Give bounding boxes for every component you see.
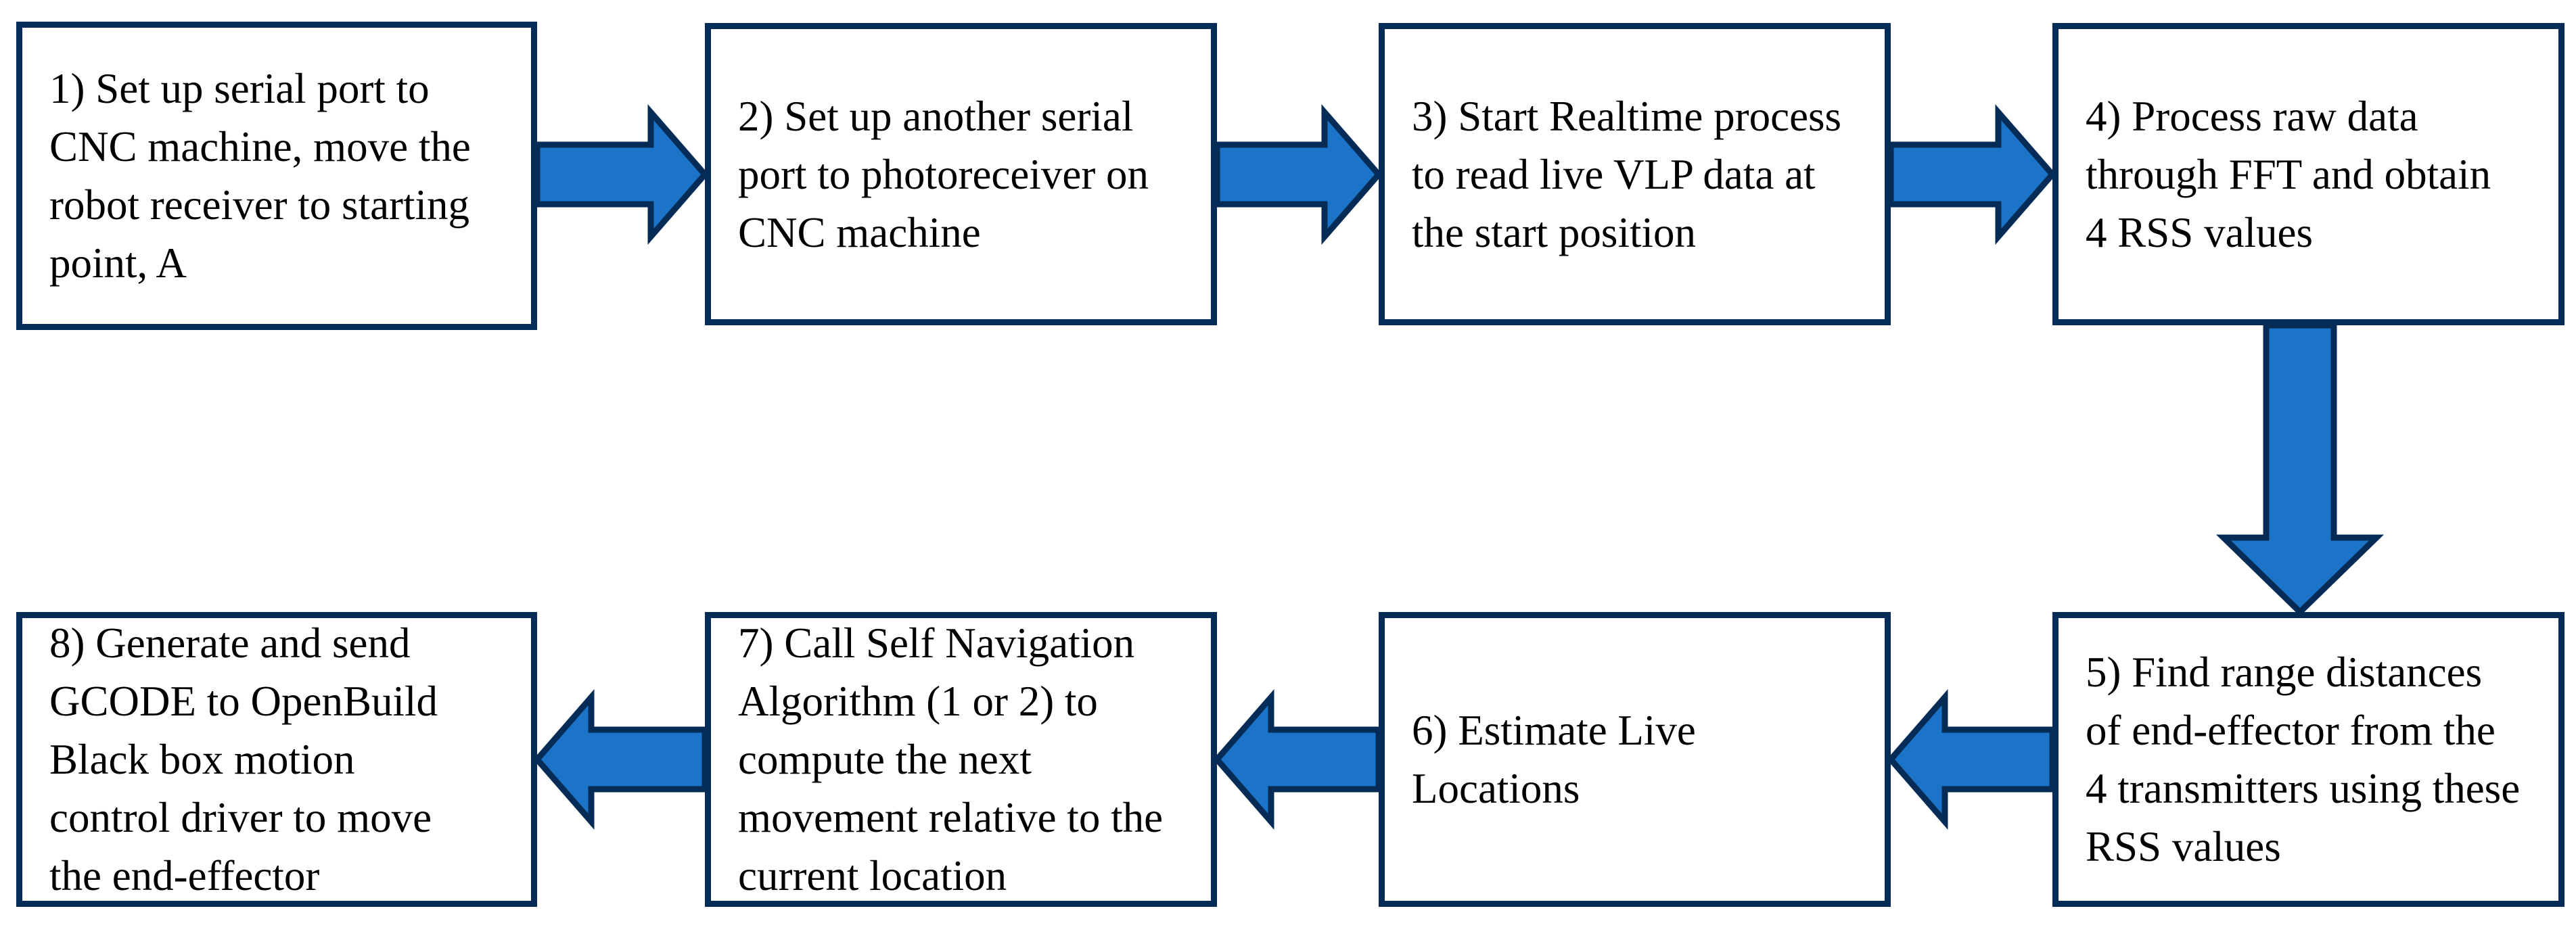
step-8-text: 8) Generate and send GCODE to OpenBuild … <box>49 619 438 899</box>
step-5-text: 5) Find range distances of end-effector … <box>2086 649 2521 870</box>
step-box-6: 6) Estimate Live Locations <box>1379 612 1891 907</box>
arrow-left-step5-to-step6-icon <box>1887 688 2056 830</box>
arrow-left-step7-to-step8-icon <box>533 688 708 830</box>
step-1-text: 1) Set up serial port to CNC machine, mo… <box>49 65 471 287</box>
arrow-down-step4-to-step5-icon <box>2215 322 2385 617</box>
step-2-text: 2) Set up another serial port to photore… <box>738 92 1149 256</box>
step-3-text: 3) Start Realtime process to read live V… <box>1412 92 1842 256</box>
step-box-7: 7) Call Self Navigation Algorithm (1 or … <box>705 612 1217 907</box>
arrow-right-step2-to-step3-icon <box>1214 103 1383 245</box>
step-4-text: 4) Process raw data through FFT and obta… <box>2086 92 2491 256</box>
step-6-text: 6) Estimate Live Locations <box>1412 707 1696 812</box>
arrow-right-step3-to-step4-icon <box>1887 103 2056 245</box>
arrow-left-step6-to-step7-icon <box>1213 688 1382 830</box>
step-box-4: 4) Process raw data through FFT and obta… <box>2052 23 2564 325</box>
step-box-8: 8) Generate and send GCODE to OpenBuild … <box>16 612 537 907</box>
arrow-right-step1-to-step2-icon <box>534 103 709 245</box>
step-box-3: 3) Start Realtime process to read live V… <box>1379 23 1891 325</box>
step-box-2: 2) Set up another serial port to photore… <box>705 23 1217 325</box>
step-box-5: 5) Find range distances of end-effector … <box>2052 612 2564 907</box>
step-7-text: 7) Call Self Navigation Algorithm (1 or … <box>738 619 1164 899</box>
step-box-1: 1) Set up serial port to CNC machine, mo… <box>16 22 537 330</box>
